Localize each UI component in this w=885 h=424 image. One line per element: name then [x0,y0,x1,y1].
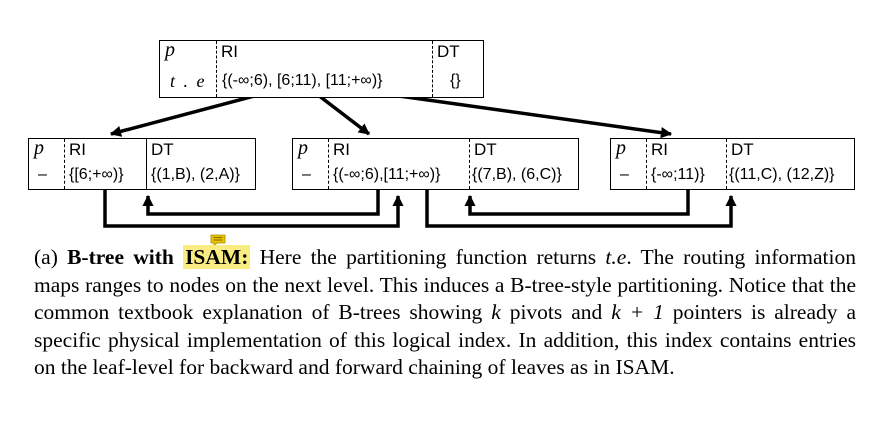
leaf3-p-value: – [620,166,629,183]
leaf3-p-header: p [616,137,626,159]
leaf1-dt-value: {(1,B), (2,A)} [151,166,240,183]
leaf3-dt-header: DT [731,140,754,159]
root-dt-cell: DT {} [432,41,483,97]
leaf1-dt-header: DT [151,140,174,159]
caption-body-2: . The routing information maps ranges to… [34,245,856,324]
leaf3-ri-header: RI [651,140,668,159]
forward-chain-arrow-1 [103,188,404,228]
leaf2-dt-value: {(7,B), (6,C)} [472,166,562,183]
root-to-leaf1-arrow [109,93,259,137]
leaf3-dt-cell: DT {(11,C), (12,Z)} [726,139,854,189]
forward-chain-arrow-2 [425,188,737,228]
root-p-cell: p t . e [160,39,216,97]
root-ri-cell: RI {(-∞;6), [6;11), [11;+∞)} [216,41,432,97]
leaf3-dt-value: {(11,C), (12,Z)} [729,166,835,183]
caption-math-k-plus-1: k + 1 [611,300,664,324]
leaf1-p-value: – [38,166,47,183]
leaf2-ri-header: RI [333,140,350,159]
leaf2-dt-cell: DT {(7,B), (6,C)} [469,139,578,189]
leaf2-p-cell: p – [293,137,328,189]
caption-body-3: pivots and [500,300,612,324]
leaf2-dt-header: DT [474,140,497,159]
caption-label: (a) [34,245,58,269]
caption-body-4: pointers is already a specific physical … [34,300,856,379]
leaf1-ri-cell: RI {[6;+∞)} [64,139,146,189]
root-ri-header: RI [221,42,238,61]
leaf-node-1: p – RI {[6;+∞)} DT {(1,B), (2,A)} [28,138,256,190]
backward-chain-arrow-1 [142,188,380,216]
leaf2-ri-value: {(-∞;6),[11;+∞)} [333,166,441,183]
leaf1-p-cell: p – [29,137,64,189]
leaf-node-3: p – RI {-∞;11)} DT {(11,C), (12,Z)} [610,138,855,190]
root-to-leaf3-arrow [391,93,673,139]
root-to-leaf2-arrow [316,93,371,136]
caption-title: B-tree with [67,245,184,269]
leaf1-ri-header: RI [69,140,86,159]
caption-highlight[interactable]: ISAM: [183,245,251,269]
leaf3-ri-cell: RI {-∞;11)} [646,139,726,189]
caption-body-1: Here the partitioning function returns [250,245,606,269]
leaf3-ri-value: {-∞;11)} [651,166,705,183]
leaf2-p-value: – [302,166,311,183]
note-icon[interactable] [210,234,226,247]
root-p-value: t . e [170,71,207,91]
figure-caption: (a) B-tree with ISAM: Here the partition… [34,244,856,382]
leaf-node-2: p – RI {(-∞;6),[11;+∞)} DT {(7,B), (6,C)… [292,138,579,190]
leaf1-ri-value: {[6;+∞)} [69,166,124,183]
backward-chain-arrow-2 [464,188,690,216]
root-dt-header: DT [437,42,460,61]
leaf1-dt-cell: DT {(1,B), (2,A)} [146,139,255,189]
root-ri-value: {(-∞;6), [6;11), [11;+∞)} [222,72,383,89]
root-dt-value: {} [450,72,461,89]
caption-math-k: k [491,300,501,324]
root-p-header: p [165,39,175,61]
leaf3-p-cell: p – [611,137,646,189]
caption-math-te: t.e [605,245,627,269]
leaf2-p-header: p [298,137,308,159]
leaf2-ri-cell: RI {(-∞;6),[11;+∞)} [328,139,469,189]
leaf1-p-header: p [34,137,44,159]
root-node: p t . e RI {(-∞;6), [6;11), [11;+∞)} DT … [159,40,484,98]
